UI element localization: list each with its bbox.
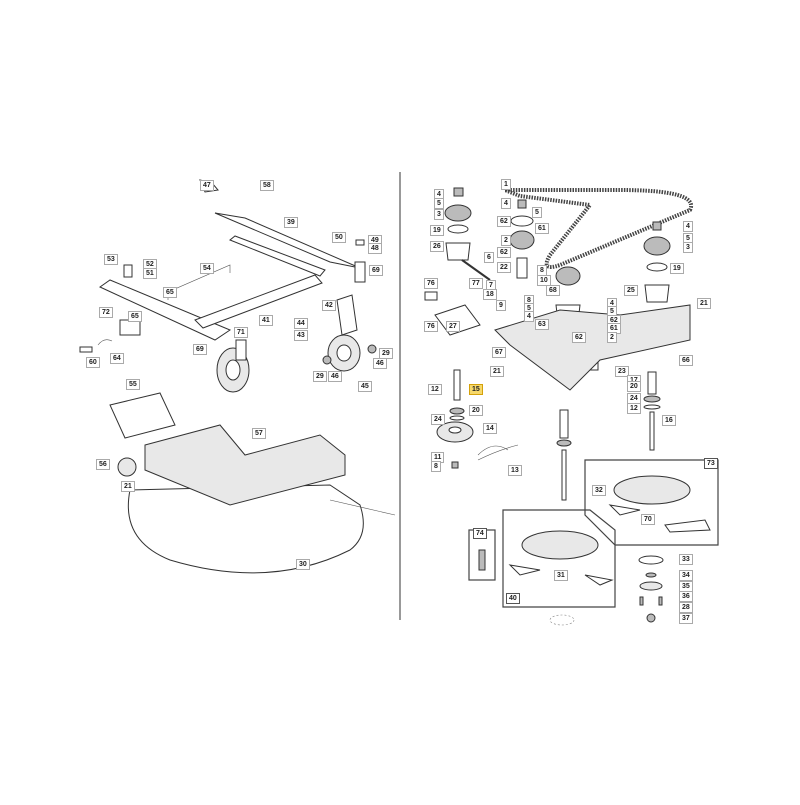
part-label-25[interactable]: 25 <box>624 285 638 296</box>
part-label-63[interactable]: 63 <box>535 319 549 330</box>
part-label-3[interactable]: 3 <box>683 242 693 253</box>
part-label-68[interactable]: 68 <box>546 285 560 296</box>
part-label-69[interactable]: 69 <box>369 265 383 276</box>
part-label-62[interactable]: 62 <box>572 332 586 343</box>
part-label-12[interactable]: 12 <box>627 403 641 414</box>
center-spindle <box>556 409 572 501</box>
part-label-5[interactable]: 5 <box>434 198 444 209</box>
part-label-45[interactable]: 45 <box>358 381 372 392</box>
part-label-77[interactable]: 77 <box>469 278 483 289</box>
part-label-72[interactable]: 72 <box>99 307 113 318</box>
blade-assembly-box-73 <box>584 459 719 546</box>
part-label-33[interactable]: 33 <box>679 554 693 565</box>
part-label-70[interactable]: 70 <box>641 514 655 525</box>
part-label-62[interactable]: 62 <box>497 247 511 258</box>
part-label-62[interactable]: 62 <box>497 216 511 227</box>
part-label-64[interactable]: 64 <box>110 353 124 364</box>
part-label-16[interactable]: 16 <box>662 415 676 426</box>
deck-cover <box>109 392 396 574</box>
part-label-44[interactable]: 44 <box>294 318 308 329</box>
part-label-21[interactable]: 21 <box>490 366 504 377</box>
part-label-58[interactable]: 58 <box>260 180 274 191</box>
part-label-8[interactable]: 8 <box>431 461 441 472</box>
part-label-24[interactable]: 24 <box>431 414 445 425</box>
part-label-46[interactable]: 46 <box>373 358 387 369</box>
part-label-4[interactable]: 4 <box>501 198 511 209</box>
part-label-60[interactable]: 60 <box>86 357 100 368</box>
part-label-74[interactable]: 74 <box>473 528 487 539</box>
part-label-50[interactable]: 50 <box>332 232 346 243</box>
center-pulley-stack <box>509 199 581 323</box>
part-label-51[interactable]: 51 <box>143 268 157 279</box>
part-label-41[interactable]: 41 <box>259 315 273 326</box>
part-label-61[interactable]: 61 <box>535 223 549 234</box>
part-label-43[interactable]: 43 <box>294 330 308 341</box>
part-label-30[interactable]: 30 <box>296 559 310 570</box>
part-label-54[interactable]: 54 <box>200 263 214 274</box>
part-label-67[interactable]: 67 <box>492 347 506 358</box>
part-label-40[interactable]: 40 <box>506 593 520 604</box>
blade-hub-stack <box>549 555 664 626</box>
part-label-2[interactable]: 2 <box>607 332 617 343</box>
part-label-3[interactable]: 3 <box>434 209 444 220</box>
part-label-57[interactable]: 57 <box>252 428 266 439</box>
part-label-20[interactable]: 20 <box>627 381 641 392</box>
part-label-23[interactable]: 23 <box>615 366 629 377</box>
part-label-55[interactable]: 55 <box>126 379 140 390</box>
part-label-39[interactable]: 39 <box>284 217 298 228</box>
part-label-6[interactable]: 6 <box>484 252 494 263</box>
part-label-76[interactable]: 76 <box>424 321 438 332</box>
part-label-42[interactable]: 42 <box>322 300 336 311</box>
part-label-71[interactable]: 71 <box>234 327 248 338</box>
part-label-36[interactable]: 36 <box>679 591 693 602</box>
part-label-4[interactable]: 4 <box>524 311 534 322</box>
part-label-66[interactable]: 66 <box>679 355 693 366</box>
part-label-27[interactable]: 27 <box>446 321 460 332</box>
part-label-15[interactable]: 15 <box>469 384 483 395</box>
part-label-34[interactable]: 34 <box>679 570 693 581</box>
part-label-65[interactable]: 65 <box>163 287 177 298</box>
part-label-13[interactable]: 13 <box>508 465 522 476</box>
part-label-1[interactable]: 1 <box>501 179 511 190</box>
part-label-9[interactable]: 9 <box>496 300 506 311</box>
part-label-21[interactable]: 21 <box>121 481 135 492</box>
part-label-19[interactable]: 19 <box>430 225 444 236</box>
part-label-31[interactable]: 31 <box>554 570 568 581</box>
left-pulley-stack <box>444 187 472 261</box>
part-label-4[interactable]: 4 <box>683 221 693 232</box>
part-label-73[interactable]: 73 <box>704 458 718 469</box>
part-label-32[interactable]: 32 <box>592 485 606 496</box>
drive-belt <box>504 188 694 269</box>
part-label-37[interactable]: 37 <box>679 613 693 624</box>
blade-assembly-box-40 <box>502 509 616 608</box>
front-caster-wheel <box>216 339 250 393</box>
part-label-5[interactable]: 5 <box>532 207 542 218</box>
part-label-22[interactable]: 22 <box>497 262 511 273</box>
right-pulley-stack <box>643 221 671 303</box>
part-label-10[interactable]: 10 <box>537 275 551 286</box>
right-spindle <box>643 371 661 451</box>
part-label-47[interactable]: 47 <box>200 180 214 191</box>
left-spindle <box>436 369 519 469</box>
part-label-18[interactable]: 18 <box>483 289 497 300</box>
part-label-28[interactable]: 28 <box>679 602 693 613</box>
bracket-64 <box>79 319 141 353</box>
part-label-48[interactable]: 48 <box>368 243 382 254</box>
part-label-2[interactable]: 2 <box>501 235 511 246</box>
part-label-56[interactable]: 56 <box>96 459 110 470</box>
part-label-21[interactable]: 21 <box>697 298 711 309</box>
part-label-14[interactable]: 14 <box>483 423 497 434</box>
part-label-29[interactable]: 29 <box>313 371 327 382</box>
part-label-12[interactable]: 12 <box>428 384 442 395</box>
part-label-20[interactable]: 20 <box>469 405 483 416</box>
part-label-69[interactable]: 69 <box>193 344 207 355</box>
part-label-19[interactable]: 19 <box>670 263 684 274</box>
part-label-26[interactable]: 26 <box>430 241 444 252</box>
part-label-65[interactable]: 65 <box>128 311 142 322</box>
part-label-53[interactable]: 53 <box>104 254 118 265</box>
part-label-76[interactable]: 76 <box>424 278 438 289</box>
part-label-46[interactable]: 46 <box>328 371 342 382</box>
rear-wheel-assembly <box>322 294 377 372</box>
